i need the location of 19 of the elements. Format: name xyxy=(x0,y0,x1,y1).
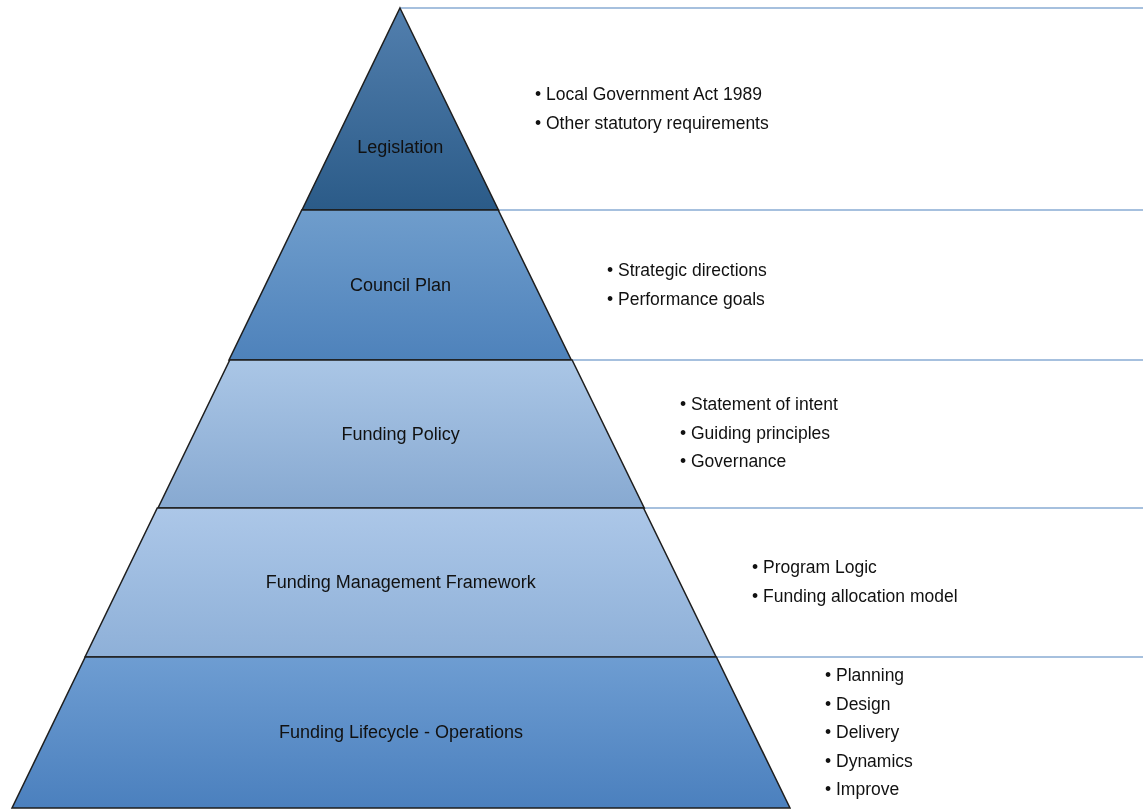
bullet-item: • Improve xyxy=(825,778,901,801)
bullet-item: • Funding allocation model xyxy=(752,584,958,608)
band-label: Funding Policy xyxy=(341,423,460,445)
bullet-item: • Program Logic xyxy=(752,556,878,579)
bullet-item: • Design xyxy=(825,692,892,716)
band-label: Funding Lifecycle - Operations xyxy=(278,722,524,743)
band-label: Funding Management Framework xyxy=(265,572,536,593)
band-label: Council Plan xyxy=(349,274,451,296)
bullet-item: • Statement of intent xyxy=(680,393,838,416)
bullet-item: • Guiding principles xyxy=(680,421,832,445)
bullet-item: • Other statutory requirements xyxy=(535,111,769,135)
bullet-item: • Governance xyxy=(680,450,788,473)
bullet-item: • Strategic directions xyxy=(607,259,767,282)
bullet-item: • Local Government Act 1989 xyxy=(535,83,763,106)
bullet-item: • Planning xyxy=(825,664,906,687)
band-label: Legislation xyxy=(357,137,444,158)
bullet-item: • Dynamics xyxy=(825,749,913,773)
bullet-item: • Delivery xyxy=(825,721,901,744)
bullet-item: • Performance goals xyxy=(607,287,766,311)
